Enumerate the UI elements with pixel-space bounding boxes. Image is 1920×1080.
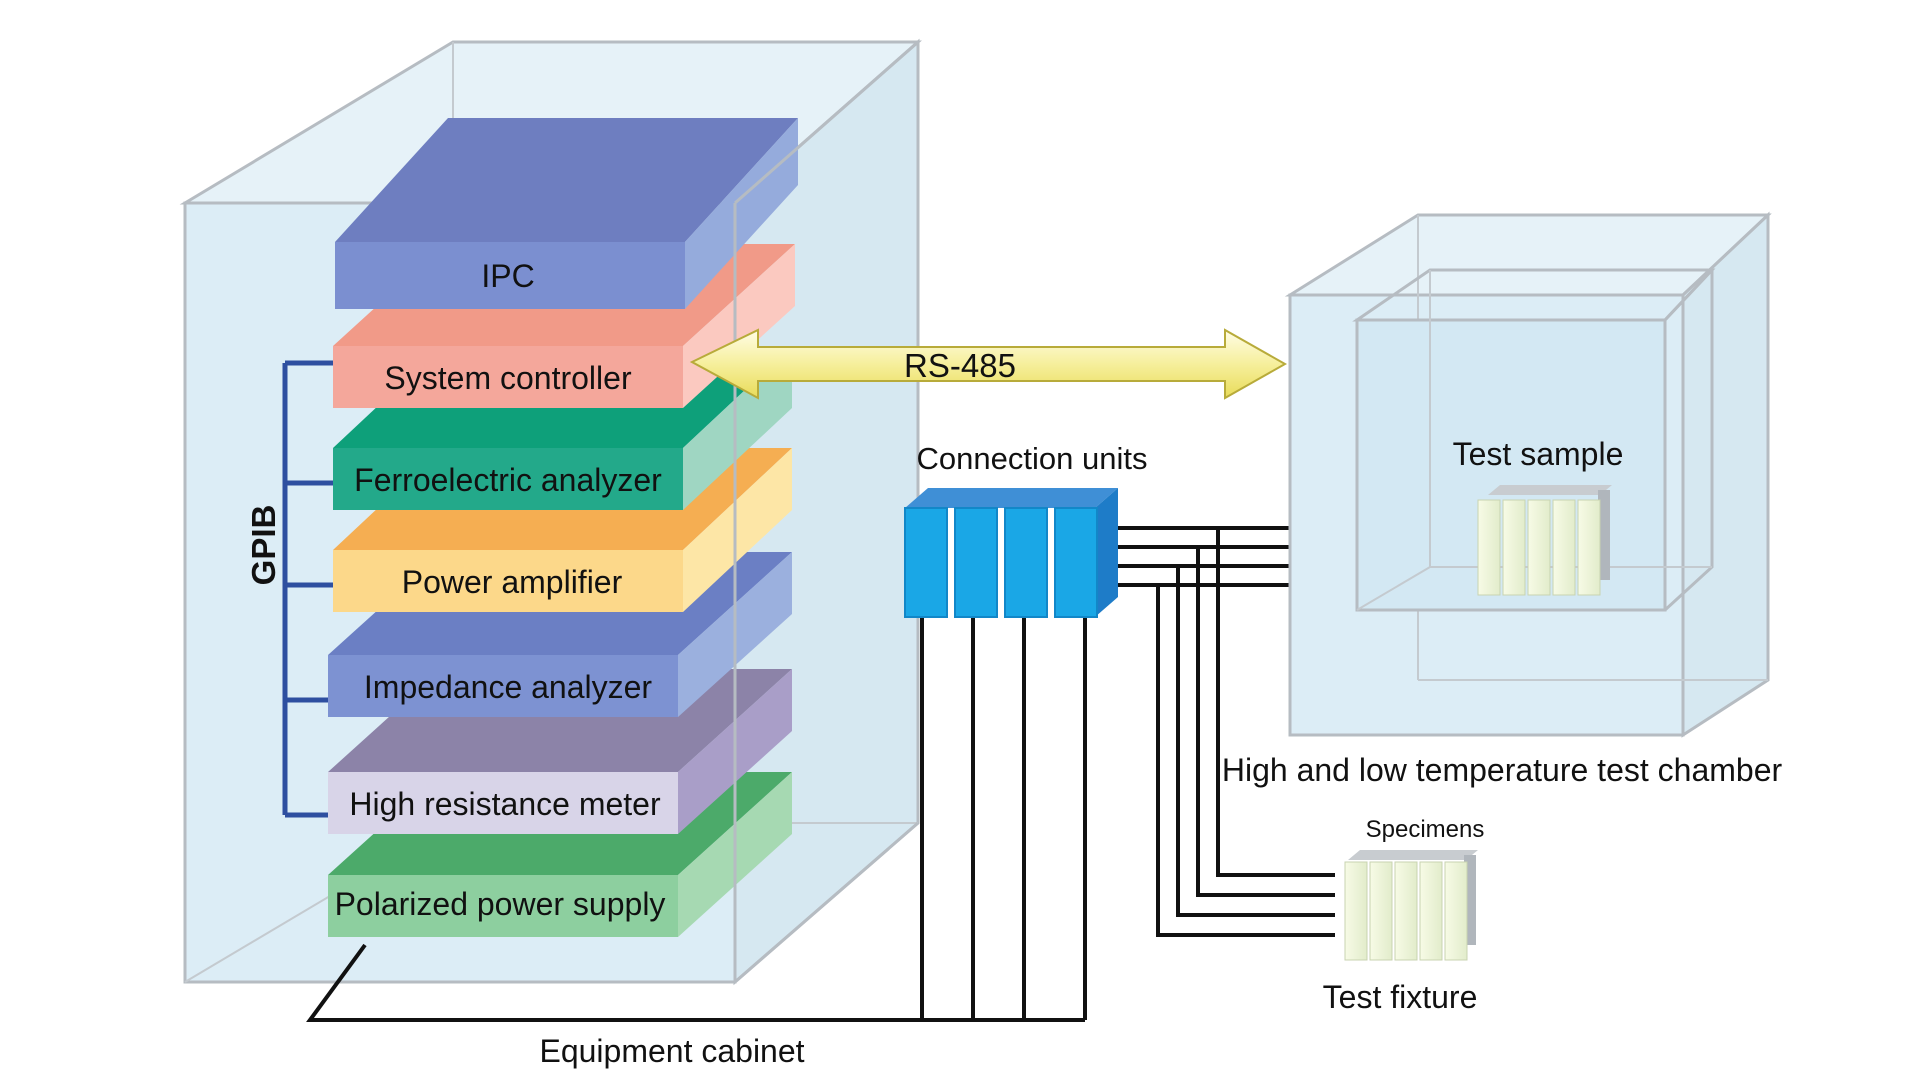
ferroelectric-analyzer-label: Ferroelectric analyzer [354,462,662,498]
temperature-test-chamber: Test sample High and low temperature tes… [1222,211,1783,788]
specimens-label: Specimens [1366,816,1485,843]
test-fixture: Specimens Test fixture [1323,816,1485,1015]
rs485-arrow: RS-485 [689,328,1288,400]
equipment-cabinet-label: Equipment cabinet [539,1033,804,1069]
gpib-bus: GPIB [245,360,335,818]
instrument-stack: Polarized power supply High resistance m… [328,118,798,937]
test-sample-label: Test sample [1453,436,1624,472]
power-amplifier-label: Power amplifier [402,564,623,600]
polarized-power-supply-label: Polarized power supply [335,886,666,922]
system-controller-label: System controller [384,360,632,396]
rs485-label: RS-485 [904,347,1016,384]
impedance-analyzer-label: Impedance analyzer [364,669,653,705]
test-sample [1477,485,1612,596]
connection-units-label: Connection units [917,441,1148,476]
connection-units: Connection units [904,441,1148,618]
slab-ipc: IPC [335,118,798,309]
high-resistance-meter-label: High resistance meter [349,786,661,822]
cabinet-front-edges [733,40,919,984]
test-fixture-label: Test fixture [1323,979,1478,1015]
ipc-label: IPC [481,258,534,294]
gpib-label: GPIB [245,505,282,586]
wiring [306,526,1335,1022]
chamber-label: High and low temperature test chamber [1222,752,1783,788]
